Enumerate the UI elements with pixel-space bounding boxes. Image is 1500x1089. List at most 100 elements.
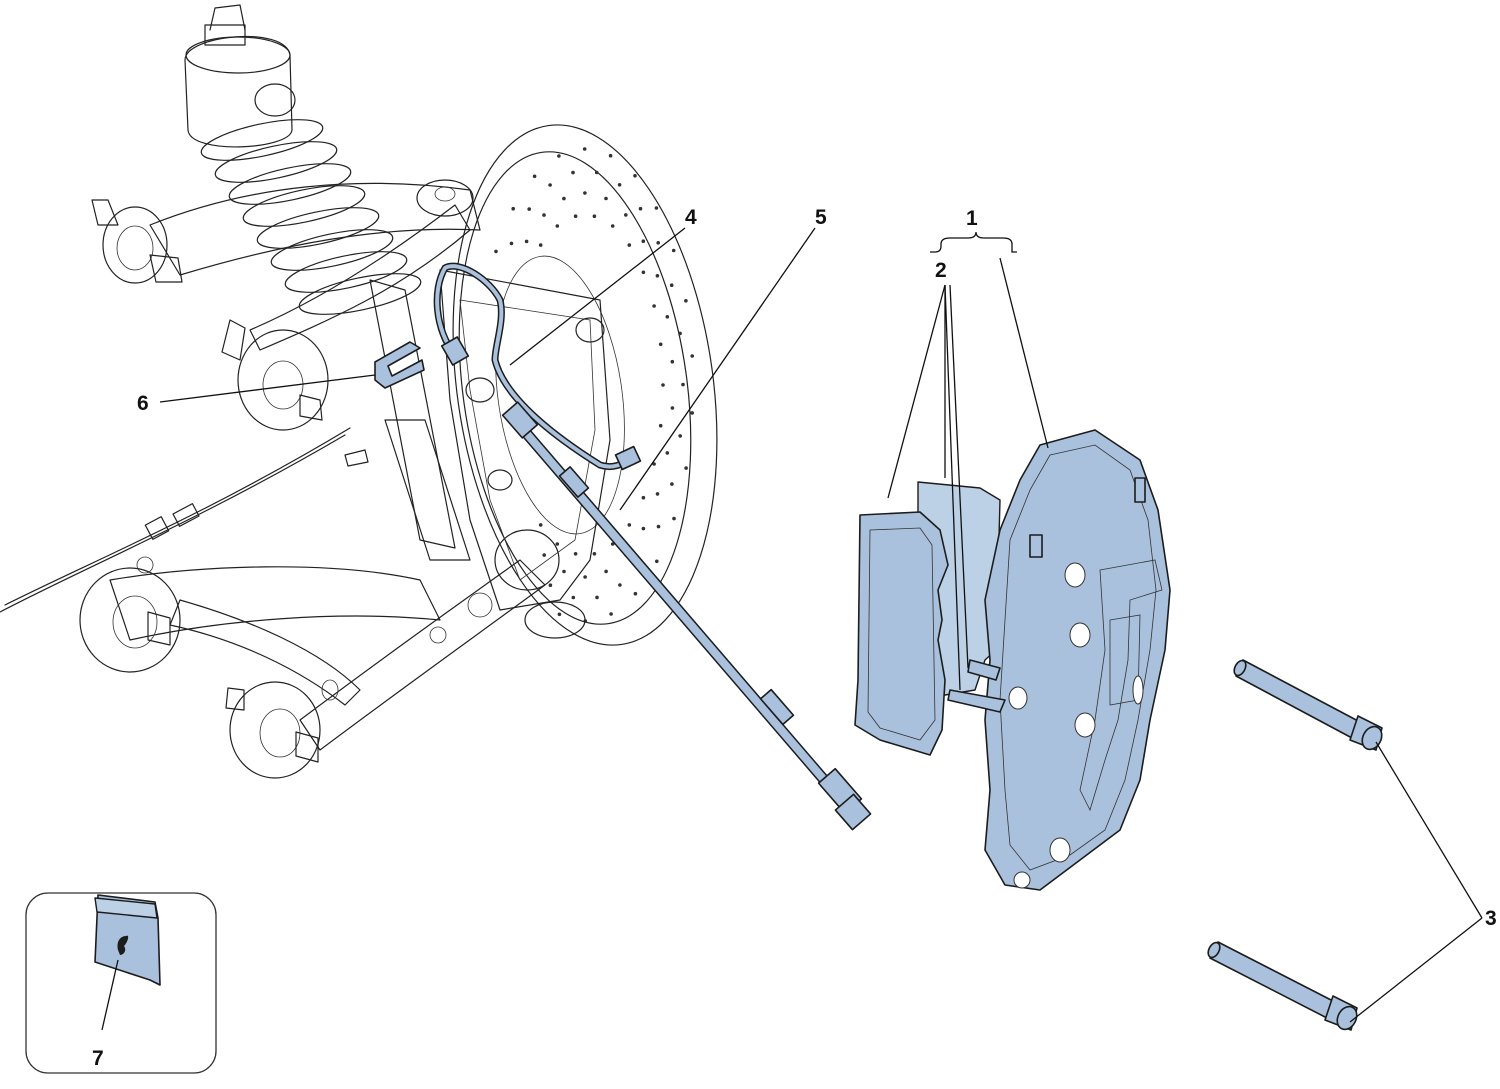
callout-3: 3 (1485, 907, 1497, 930)
disc-hole (604, 196, 608, 201)
disc-hole (655, 559, 659, 564)
disc-hole (638, 206, 643, 211)
disc-hole (671, 248, 676, 253)
callout-4: 4 (685, 206, 697, 229)
lower-wishbone (79, 529, 560, 779)
prancing-horse-emblem-icon (117, 935, 129, 955)
disc-hole (661, 383, 665, 387)
spring-coil (270, 229, 394, 271)
disc-hole (670, 482, 674, 486)
disc-hole (542, 213, 546, 217)
disc-hole (573, 214, 578, 218)
disc-hole (690, 411, 694, 415)
spring-coil (284, 251, 408, 293)
disc-hole (562, 196, 566, 201)
disc-hole (555, 542, 560, 546)
disc-hole (652, 304, 656, 308)
disc-hole (555, 224, 560, 228)
callout-5: 5 (815, 206, 827, 229)
disc-hole (548, 183, 552, 187)
disc-hole (608, 153, 613, 158)
disc-hole (532, 174, 537, 179)
disc-hole (624, 213, 628, 217)
disc-hole (538, 523, 543, 527)
disc-hole (678, 331, 682, 336)
disc-hole (571, 595, 576, 600)
disc-hole (690, 354, 694, 358)
disc-hole (684, 466, 688, 470)
disc-hole (656, 241, 660, 245)
disc-hole (610, 224, 615, 228)
disc-hole (583, 575, 587, 579)
disc-hole (571, 170, 575, 175)
disc-hole (524, 239, 529, 244)
disc-hole (670, 406, 675, 410)
disc-hole (548, 583, 553, 587)
disc-hole (592, 214, 597, 218)
callout-labels: 1 2 3 4 5 6 7 (92, 206, 1497, 1070)
disc-hole (670, 359, 675, 364)
callout-2: 2 (935, 259, 947, 282)
spring-damper (184, 4, 471, 561)
spring-coil (256, 207, 380, 249)
disc-hole (557, 612, 562, 617)
spring-coil (214, 141, 338, 183)
disc-hole (641, 239, 646, 243)
disc-hole (573, 552, 578, 556)
disc-hole (627, 243, 632, 247)
disc-hole (678, 434, 682, 438)
disc-hole (656, 524, 661, 529)
disc-hole (641, 270, 646, 275)
caliper-bolt-upper (1233, 659, 1383, 751)
disc-hole (669, 283, 674, 288)
upright (439, 269, 611, 639)
disc-hole (583, 191, 587, 195)
disc-hole (538, 243, 543, 247)
disc-hole (592, 552, 597, 556)
disc-hole (594, 170, 599, 175)
disc-hole (672, 516, 676, 521)
disc-hole (655, 492, 660, 496)
disc-hole (542, 553, 546, 557)
disc-hole (633, 174, 637, 178)
disc-hole (609, 612, 613, 616)
disc-hole (658, 423, 663, 428)
callout-6: 6 (137, 392, 149, 415)
disc-hole (641, 526, 646, 531)
spring-coil (200, 119, 324, 161)
disc-hole (494, 249, 498, 254)
disc-hole (582, 147, 587, 151)
disc-hole (655, 274, 660, 278)
disc-hole (511, 206, 515, 211)
disc-hole (562, 569, 566, 574)
leader-lines (101, 227, 1483, 1031)
upper-wishbone (91, 179, 481, 351)
disc-hole (527, 207, 531, 211)
spring-coil (298, 273, 422, 315)
disc-hole (665, 451, 670, 455)
brake-caliper (947, 429, 1171, 891)
disc-hole (595, 595, 599, 600)
disc-hole (681, 382, 685, 387)
suspension-assembly (0, 4, 718, 779)
spring-coil (242, 185, 366, 227)
callout-1: 1 (966, 207, 978, 230)
brake-hose (501, 401, 872, 831)
disc-hole (665, 315, 670, 319)
disc-hole (654, 206, 659, 210)
disc-hole (633, 591, 638, 596)
brake-pad-front (854, 481, 1001, 756)
sensor-cable (0, 427, 369, 613)
disc-hole (604, 569, 608, 574)
disc-hole (658, 342, 663, 347)
disc-hole (641, 495, 646, 500)
disc-hole (617, 183, 622, 187)
disc-hole (618, 583, 622, 587)
caliper-bolt-lower (1207, 941, 1358, 1031)
disc-hole (557, 154, 561, 158)
spring-coil (228, 163, 352, 205)
callout-7: 7 (92, 1047, 104, 1070)
inset-box (25, 892, 217, 1074)
disc-hole (509, 241, 514, 246)
